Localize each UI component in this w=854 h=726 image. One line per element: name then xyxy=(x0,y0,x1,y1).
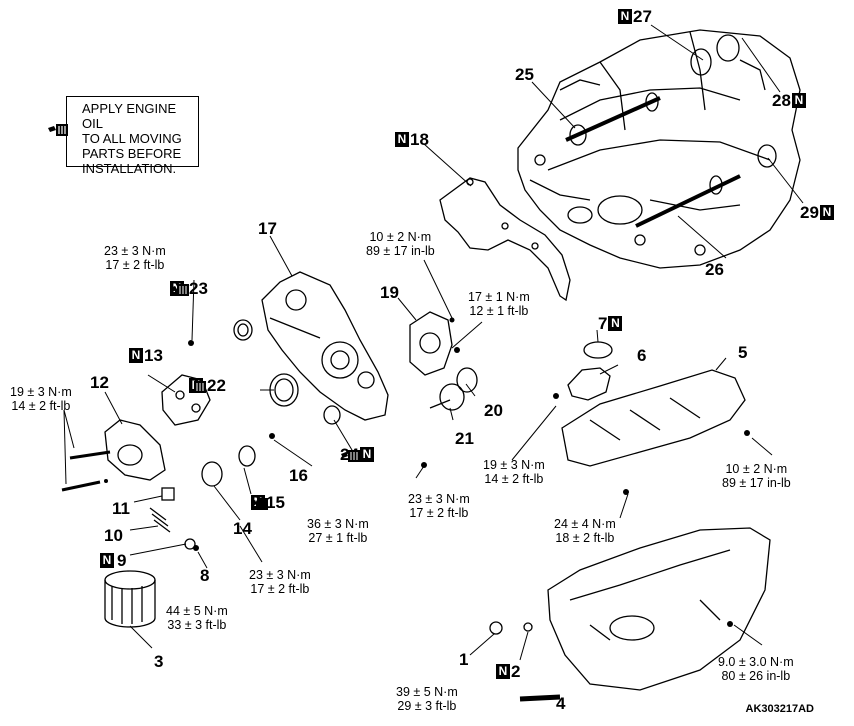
part-1-label: 1 xyxy=(459,650,469,669)
part-26-label: 26 xyxy=(705,260,724,279)
part-17-label: 17 xyxy=(258,219,277,238)
part-3-label: 3 xyxy=(154,652,164,671)
note-box: APPLY ENGINE OIL TO ALL MOVING PARTS BEF… xyxy=(66,96,199,176)
front-case-drawing xyxy=(261,271,389,421)
figure-code: AK303217AD xyxy=(745,703,814,715)
part-15-label: N15 xyxy=(250,494,285,511)
part-24-label: 24N xyxy=(340,446,375,463)
part-8-label: 8 xyxy=(200,566,210,585)
oil-pan-drawing xyxy=(547,527,771,691)
note-line-3: PARTS BEFORE xyxy=(82,146,182,161)
oil-can-icon xyxy=(194,381,206,393)
engine-block-drawing xyxy=(517,29,801,269)
note-line-4: INSTALLATION. xyxy=(82,161,177,176)
part-4-label: 4 xyxy=(556,694,566,713)
part-10-label: 10 xyxy=(104,526,123,545)
part-5-label: 5 xyxy=(738,343,748,362)
note-line-2: TO ALL MOVING xyxy=(82,131,182,146)
oil-can-icon xyxy=(48,124,68,136)
part-12-label: 12 xyxy=(90,373,109,392)
part-21-label: 21 xyxy=(455,429,474,448)
oil-can-icon xyxy=(170,284,189,296)
part-20-label: 20 xyxy=(484,401,503,420)
part-14-label: 14 xyxy=(233,519,252,538)
part-19-label: 19 xyxy=(380,283,399,302)
part-11-label: 11 xyxy=(112,499,130,518)
part-22-label: N22 xyxy=(188,377,226,394)
part-25-label: 25 xyxy=(515,65,534,84)
part-6-label: 6 xyxy=(637,346,647,365)
oil-can-icon xyxy=(251,498,268,510)
oil-can-icon xyxy=(341,450,360,462)
gasket-18-drawing xyxy=(439,177,571,302)
part-16-label: 16 xyxy=(289,466,308,485)
note-line-1: APPLY ENGINE OIL xyxy=(82,101,177,131)
baffle-plate-drawing xyxy=(561,369,746,467)
